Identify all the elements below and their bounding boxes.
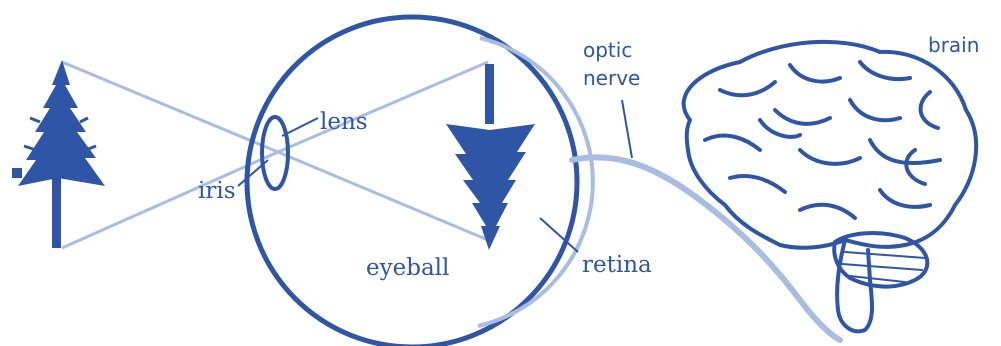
eyeball-label: eyeball — [366, 255, 449, 281]
optic-nerve-label-line2: nerve — [583, 66, 640, 90]
brain-outline — [684, 42, 977, 248]
ray-top-in — [62, 62, 278, 152]
brain-icon — [684, 42, 977, 331]
eyeball-outline — [247, 17, 577, 346]
lens-leader — [282, 118, 318, 136]
brain-label: brain — [928, 33, 979, 57]
retina-label: retina — [582, 252, 652, 278]
label-leaders — [238, 100, 632, 252]
inverted-tree-icon — [446, 64, 535, 250]
lens-label: lens — [320, 109, 368, 135]
optic-nerve-leader — [622, 100, 632, 158]
iris-label: iris — [198, 178, 236, 204]
optic-nerve-label-line1: optic — [583, 38, 632, 62]
tree-icon — [12, 60, 105, 248]
ray-bottom-out — [278, 152, 488, 240]
